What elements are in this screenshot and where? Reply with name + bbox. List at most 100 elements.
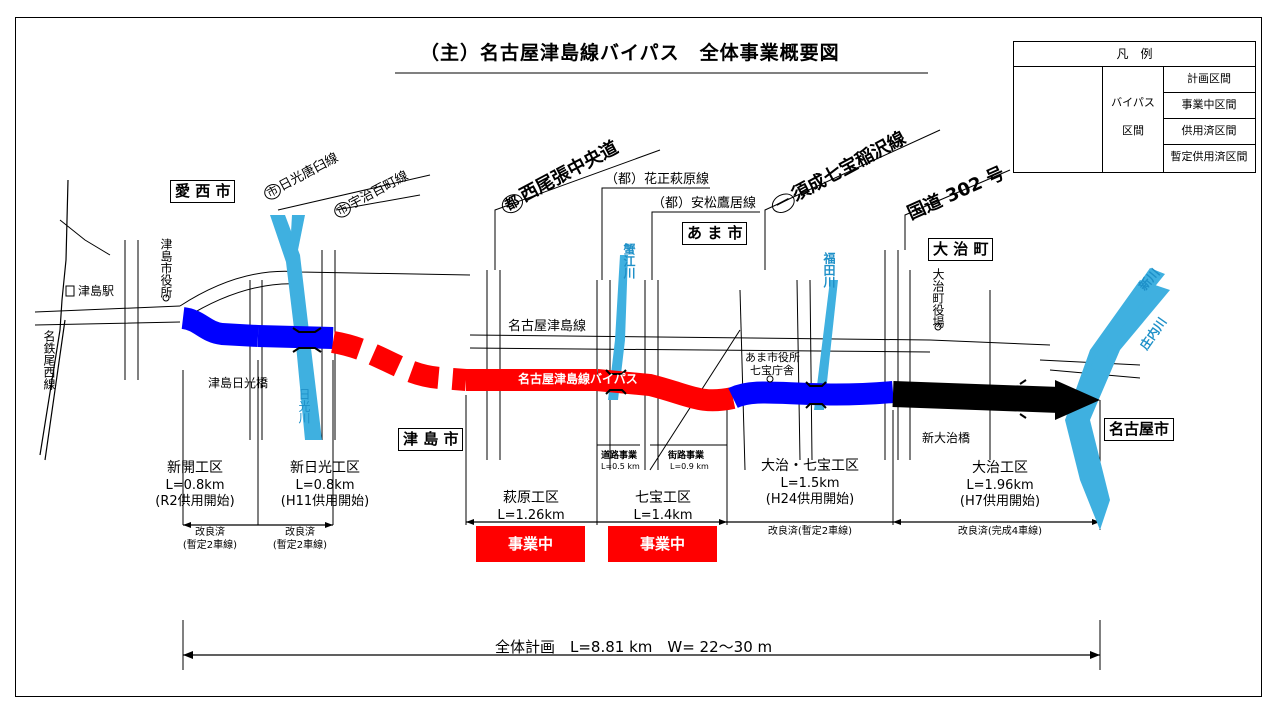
place-ama: あ ま 市 (682, 222, 748, 245)
legend-item-label: 暫定供用済区間 (1170, 150, 1248, 163)
legend-group-line1: バイパス (1111, 96, 1155, 109)
section-status: (H7供用開始) (959, 493, 1041, 509)
road-outline (469, 334, 1051, 353)
legend-item-label: 計画区間 (1163, 66, 1255, 93)
railway-line (44, 319, 66, 461)
oharu-office: 大治町役場 (931, 268, 945, 328)
road-vertical (739, 289, 746, 471)
section-note-shinkai: 改良済 (暫定2車線) (160, 527, 260, 552)
bridge-mark (292, 327, 322, 353)
section-note: 改良済 (285, 527, 315, 538)
section-name: 新日光工区 (290, 460, 360, 476)
section-label-hagiwara: 萩原工区 L=1.26km (466, 490, 596, 524)
road-outline (34, 305, 181, 326)
railway-line (39, 179, 69, 456)
section-length: L=1.26km (497, 507, 565, 523)
road-project-label: 道路事業 (601, 451, 638, 461)
legend-group: バイパス 区間 (1102, 66, 1164, 172)
section-name: 萩原工区 (503, 490, 559, 506)
dim-line (182, 360, 334, 525)
tsushima-station: 津島駅 (78, 284, 115, 298)
section-oharu-shippo (728, 381, 894, 409)
office-mark (934, 323, 942, 331)
road-yasumatsu: （都）安松鷹居線 (652, 196, 757, 211)
arrowhead (325, 522, 333, 528)
section-oharu (892, 381, 1061, 413)
section-length: L=0.8km (165, 477, 225, 493)
bridge-mark (605, 369, 627, 395)
railway-branch (59, 219, 111, 256)
arrowhead (719, 519, 727, 525)
section-label-shinkai: 新開工区 L=0.8km (R2供用開始) (135, 460, 255, 510)
bridge-mark (805, 381, 827, 409)
dim-line (182, 620, 1101, 670)
legend-group-line2: 区間 (1122, 124, 1144, 137)
river-fukuda (814, 280, 838, 410)
legend-labels: 計画区間 事業中区間 供用済区間 暫定供用済区間 (1163, 66, 1255, 172)
meitetsu-line: 名鉄尾西線 (42, 330, 56, 390)
street-project-length: L=0.9 km (670, 462, 709, 471)
section-oharu-arrow (1055, 380, 1100, 420)
dim-line (465, 395, 1101, 530)
section-label-oharu: 大治工区 L=1.96km (H7供用開始) (935, 460, 1065, 510)
leader-line (904, 169, 1011, 250)
river-shin (1090, 268, 1165, 372)
leader-line (651, 211, 760, 280)
section-length: L=1.5km (780, 475, 840, 491)
road-vertical (486, 270, 501, 460)
road-vertical (884, 250, 899, 460)
legend: 凡 例 バイパス 区間 計画区間 事業中区間 供用済区間 暫定供用済区間 (1013, 41, 1256, 173)
leader-line (335, 194, 421, 211)
section-label-shinnikko: 新日光工区 L=0.8km (H11供用開始) (265, 460, 385, 510)
status-badge-shippo: 事業中 (608, 526, 717, 562)
arrowhead (893, 519, 901, 525)
place-tsushima: 津 島 市 (398, 428, 464, 451)
legend-item-label: 供用済区間 (1163, 118, 1255, 145)
road-vertical (249, 280, 263, 440)
section-status: (H24供用開始) (765, 491, 855, 507)
dim-line (183, 521, 1100, 526)
place-nagoya: 名古屋市 (1104, 418, 1175, 441)
diagram-title: （主）名古屋津島線バイパス 全体事業概要図 (420, 42, 840, 64)
section-note-oharu: 改良済(完成4車線) (957, 526, 1043, 537)
legend-swatch-column (1014, 66, 1102, 172)
place-aisai: 愛 西 市 (170, 180, 236, 203)
leader-line (601, 187, 710, 280)
river-kanie-label: 蟹江川 (622, 243, 636, 279)
section-name: 新開工区 (167, 460, 223, 476)
section-note: (暫定2車線) (272, 539, 328, 551)
street-project-label: 街路事業 (668, 451, 705, 461)
section-length: L=1.4km (633, 507, 693, 523)
leader-line (277, 174, 431, 211)
section-length: L=0.8km (295, 477, 355, 493)
status-badge-hagiwara: 事業中 (476, 526, 585, 562)
section-name: 七宝工区 (635, 490, 691, 506)
road-hanamasa: （都）花正萩原線 (605, 172, 710, 187)
section-label-oharu-shippo: 大治・七宝工区 L=1.5km (H24供用開始) (735, 458, 885, 508)
road-vertical (796, 279, 813, 461)
ama-office-1: あま市役所 (745, 351, 800, 364)
road-project-length: L=0.5 km (601, 462, 640, 471)
section-note-shinnikko: 改良済 (暫定2車線) (250, 527, 350, 552)
river-nikko-branch (290, 215, 305, 255)
shin-ohari-bridge: 新大治橋 (922, 431, 971, 445)
ama-office-2: 七宝庁舎 (750, 364, 794, 377)
office-mark (162, 294, 170, 302)
legend-item-label: 事業中区間 (1163, 92, 1255, 119)
tsushima-cityhall: 津島市役所 (159, 238, 173, 298)
section-label-shippo: 七宝工区 L=1.4km (598, 490, 728, 524)
station-mark (65, 285, 75, 297)
bypass-label: 名古屋津島線バイパス (518, 372, 638, 386)
tsushima-nikko-bridge: 津島日光橋 (208, 376, 269, 390)
road-outline (179, 270, 471, 319)
office-mark (766, 375, 774, 383)
section-note: (暫定2車線) (182, 539, 238, 551)
arrowhead (466, 519, 474, 525)
arrowhead (1090, 651, 1100, 659)
diagram-frame (15, 17, 1262, 697)
river-kanie (608, 255, 628, 400)
bridge-mark (1019, 379, 1027, 419)
leader-line (494, 149, 661, 270)
road-nagoya-tsushima: 名古屋津島線 (508, 319, 587, 334)
